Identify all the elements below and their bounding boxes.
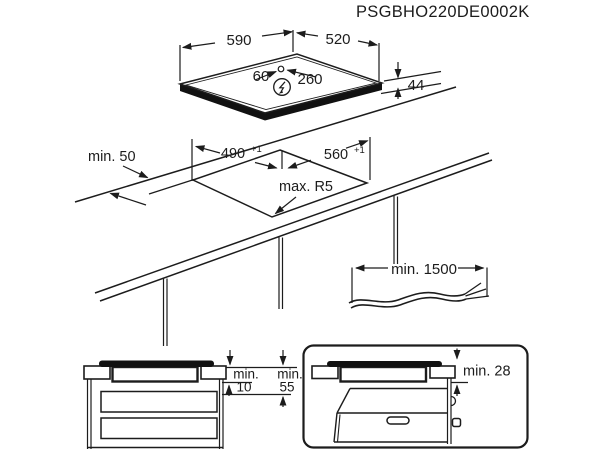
gland-offset-a-label: 60 xyxy=(253,68,270,85)
worktop-section-right xyxy=(200,365,227,380)
drawer-clearance-figure: min. min. 10 55 xyxy=(83,350,303,449)
gland-offset-b-label: 260 xyxy=(297,71,322,88)
dim-520-arrow-right xyxy=(357,39,379,47)
worktop-rear-edge xyxy=(74,86,457,203)
oven-clearance-label: min. 28 xyxy=(463,364,511,380)
corner-radius-arrow xyxy=(274,196,297,215)
worktop-front-edge-top xyxy=(94,152,490,294)
part-number: PSGBHO220DE0002K xyxy=(356,3,530,21)
worktop-cutout-figure: min. 50 490 +1 560 +1 max. R5 xyxy=(74,86,493,346)
corner-radius-label: max. R5 xyxy=(279,179,333,195)
ext-line-44-bottom xyxy=(380,82,442,95)
hob-depth-label: 520 xyxy=(325,31,350,48)
gland-offset-arrow-left xyxy=(254,70,278,81)
oven-mount-bolt xyxy=(451,417,462,428)
mains-cable-drawing xyxy=(348,282,490,309)
hob-dimensions-figure: 590 520 60 260 44 xyxy=(177,29,442,121)
cutout-width-label: 560 xyxy=(324,147,348,163)
rear-clearance-arrow-lower xyxy=(109,192,147,206)
worktop-section-left xyxy=(83,365,111,380)
cutout-width-tolerance: +1 xyxy=(354,145,365,156)
hob-body-side xyxy=(180,83,382,121)
gland-offset-arrow-right xyxy=(286,68,317,78)
drawer-clearance-min-a: min. xyxy=(233,367,259,382)
worktop-leg-right xyxy=(393,195,399,264)
oven-clearance-figure: min. 28 xyxy=(302,344,529,449)
worktop-leg-middle xyxy=(278,236,284,309)
drawer-front-upper xyxy=(100,390,218,413)
cutout-depth-tolerance: +1 xyxy=(251,144,262,155)
hob-width-label: 590 xyxy=(226,32,251,49)
dim-560-arrow-right xyxy=(345,140,369,149)
mains-cable-figure: min. 1500 xyxy=(348,261,490,309)
hob-body-section xyxy=(111,365,199,383)
rear-clearance-arrow-upper xyxy=(122,165,149,179)
electric-connection-icon xyxy=(273,78,291,96)
hob-glass-section-2 xyxy=(327,361,442,367)
drawer-clearance-value-b: 55 xyxy=(279,380,294,395)
oven-handle xyxy=(386,416,410,425)
drawer-clearance-value-a: 10 xyxy=(236,380,251,395)
cutout-depth-label: 490 xyxy=(221,146,245,162)
cable-length-label: min. 1500 xyxy=(391,261,457,278)
worktop-cutout-opening xyxy=(191,149,370,218)
dim-490-arrow-right xyxy=(254,161,278,170)
dim-520-arrow-left xyxy=(295,30,319,38)
worktop-leg-left xyxy=(162,277,168,346)
figure-border xyxy=(302,344,529,449)
drawer-clearance-min-b: min. xyxy=(277,367,303,382)
worktop-section-left-2 xyxy=(311,365,339,380)
cabinet-side-right xyxy=(218,379,224,449)
oven-mount-bump xyxy=(450,395,457,407)
hob-body-section-2 xyxy=(339,365,428,383)
dim-490-arrow-left xyxy=(194,145,221,154)
cabinet-side-right-2 xyxy=(446,378,452,444)
hob-glass-inner-edge xyxy=(184,56,378,110)
built-in-oven xyxy=(333,387,462,443)
cutout-rear-edge-extension xyxy=(148,178,195,195)
worktop-section-right-2 xyxy=(429,365,456,379)
dim-560-arrow-left xyxy=(287,159,312,169)
cable-gland-point xyxy=(277,65,285,73)
cabinet-side-left xyxy=(86,379,92,449)
ext-line-44-top xyxy=(383,70,442,82)
dim-590-arrow-right xyxy=(261,29,294,37)
hob-glass-section xyxy=(99,360,214,367)
hob-height-label: 44 xyxy=(408,77,425,94)
hob-glass-top xyxy=(177,53,385,114)
rear-clearance-label: min. 50 xyxy=(88,149,136,165)
dim-590-arrow-left xyxy=(181,42,216,50)
drawer-front-lower xyxy=(100,417,218,440)
worktop-front-edge-bottom xyxy=(99,159,493,302)
